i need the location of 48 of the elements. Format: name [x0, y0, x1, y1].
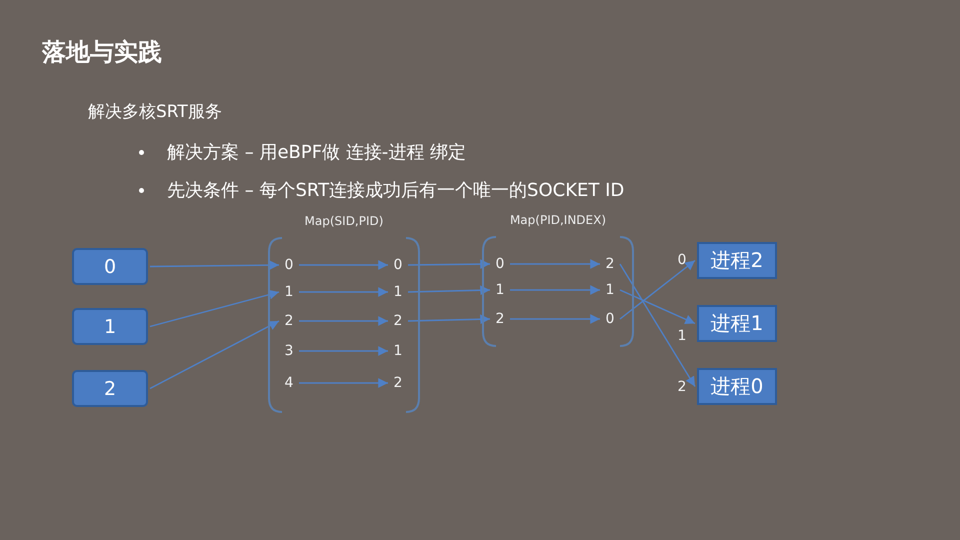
map-value: 2 [390, 373, 406, 393]
index-number: 1 [676, 327, 688, 346]
bullet-text: 先决条件 – 每个SRT连接成功后有一个唯一的SOCKET ID [167, 179, 624, 202]
arrow [510, 314, 600, 324]
arrow [408, 314, 490, 324]
map-key: 1 [492, 280, 508, 300]
map-key: 2 [492, 309, 508, 329]
connection-box: 0 [72, 248, 148, 285]
map-value: 1 [390, 282, 406, 302]
map-key: 2 [281, 311, 297, 331]
arrow [619, 264, 696, 387]
arrow [299, 260, 388, 270]
map-value: 0 [602, 309, 618, 329]
map-value: 2 [602, 254, 618, 274]
map-key: 1 [281, 282, 297, 302]
map-key: 4 [281, 373, 297, 393]
map-value: 1 [390, 341, 406, 361]
arrow [150, 290, 280, 328]
map-key: 0 [492, 254, 508, 274]
map-key: 0 [281, 255, 297, 275]
arrow [620, 260, 696, 320]
process-box: 进程1 [697, 305, 777, 342]
map-value: 0 [390, 255, 406, 275]
map-value: 2 [390, 311, 406, 331]
arrow [150, 260, 279, 270]
arrow [510, 259, 600, 269]
map-key: 3 [281, 341, 297, 361]
arrow [620, 289, 696, 324]
arrow [299, 378, 388, 388]
connection-box: 1 [72, 308, 148, 345]
arrow [408, 259, 490, 270]
arrow [299, 346, 388, 356]
arrow [150, 320, 280, 390]
index-number: 0 [676, 251, 688, 270]
arrow [299, 287, 388, 297]
connection-box: 2 [72, 370, 148, 407]
arrow [299, 316, 388, 326]
map-title: Map(PID,INDEX) [508, 213, 608, 227]
process-box: 进程2 [697, 242, 777, 279]
heading-text: 解决多核SRT服务 [88, 101, 222, 123]
process-box: 进程0 [697, 368, 777, 405]
map-title: Map(SID,PID) [304, 214, 384, 228]
arrow [510, 285, 600, 295]
arrow [408, 285, 490, 296]
index-number: 2 [676, 378, 688, 397]
slide-title: 落地与实践 [42, 37, 162, 68]
map-value: 1 [602, 280, 618, 300]
bullet-text: 解决方案 – 用eBPF做 连接-进程 绑定 [167, 141, 466, 164]
